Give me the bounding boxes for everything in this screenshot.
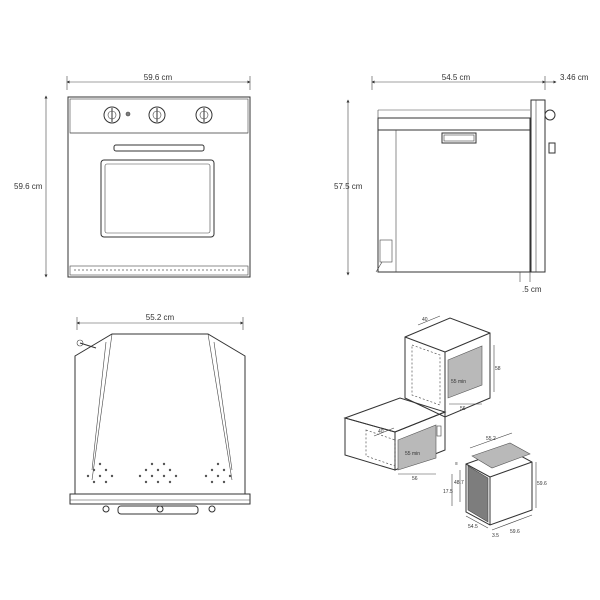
top-knob-left <box>102 505 110 513</box>
box-door-label: 3.5 <box>492 533 499 539</box>
gap-label: .5 cm <box>522 285 542 294</box>
side-depth-label: 54.5 cm <box>442 73 471 82</box>
side-height-label: 57.5 cm <box>334 182 363 191</box>
oven-side-body <box>377 117 531 273</box>
box-inner-height-label: 48.7 <box>454 480 464 486</box>
control-knob-middle <box>148 106 166 124</box>
front-width-label: 59.6 cm <box>144 73 173 82</box>
tall-width-label: 56 <box>460 406 466 412</box>
side-handle <box>548 142 556 154</box>
box-top-width-label: 55.2 <box>486 436 496 442</box>
door-depth-label: 3.46 cm <box>560 73 589 82</box>
front-panel-edge <box>69 493 251 505</box>
top-handle <box>117 505 199 515</box>
vent-holes <box>86 462 232 484</box>
front-view: 59.6 cm 59.6 cm <box>14 73 251 278</box>
control-knob-left <box>103 106 121 124</box>
cabinet-hinge <box>436 425 442 437</box>
under-counter-niche: 40 55 min 56 <box>343 397 447 482</box>
tall-min-note: 55 min <box>451 379 466 385</box>
side-vent <box>441 132 477 144</box>
box-left-height-label: 17.5 <box>443 489 453 495</box>
top-knob-middle <box>156 505 164 513</box>
oven-top-outline <box>74 333 246 495</box>
tall-depth-label: 40 <box>422 317 428 323</box>
counter-width-label: 56 <box>412 476 418 482</box>
top-view: 55.2 cm <box>69 313 251 515</box>
box-height-label: 59.6 <box>537 481 547 487</box>
svg-text:≡: ≡ <box>455 461 458 467</box>
vent-strip <box>69 265 249 276</box>
installation-diagrams: 40 58 55 min 56 40 55 min 56 <box>343 315 547 539</box>
tall-cabinet-niche: 40 58 55 min 56 <box>404 315 501 418</box>
side-view: 54.5 cm 3.46 cm 57.5 cm .5 cm <box>334 73 589 294</box>
counter-min-note: 55 min <box>405 451 420 457</box>
top-width-label: 55.2 cm <box>146 313 175 322</box>
oven-door-profile <box>530 99 546 273</box>
door-handle <box>113 144 205 152</box>
side-knob <box>544 109 556 121</box>
oven-box-dimensions: 55.2 59.6 17.5 48.7 54.5 59.6 3.5 ≡ <box>443 432 547 539</box>
oven-front-body <box>67 96 251 278</box>
power-terminal <box>379 239 393 263</box>
control-panel <box>69 98 249 134</box>
indicator-light <box>125 111 131 117</box>
box-width-label: 59.6 <box>510 529 520 535</box>
tall-height-label: 58 <box>495 366 501 372</box>
control-knob-right <box>195 106 213 124</box>
front-height-label: 59.6 cm <box>14 182 43 191</box>
counter-depth-label: 40 <box>378 429 384 435</box>
box-depth-label: 54.5 <box>468 524 478 530</box>
top-knob-right <box>208 505 216 513</box>
oven-window <box>100 159 215 238</box>
